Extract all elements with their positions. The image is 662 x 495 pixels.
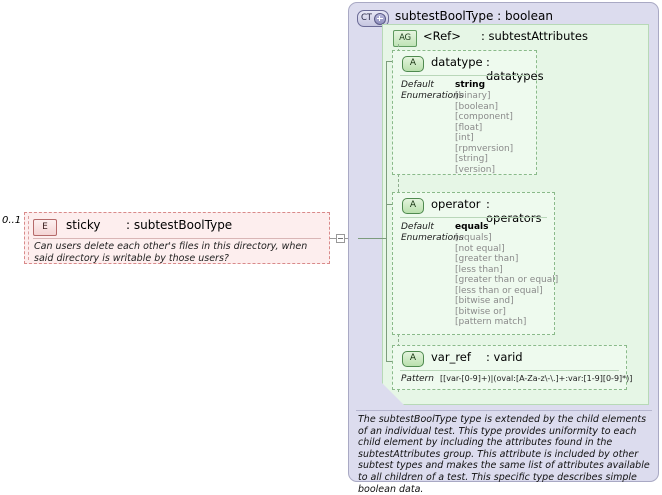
complextype-header: CT subtestBoolType : boolean <box>357 9 650 27</box>
attribute-datatype-facet-label: Default Enumerations <box>401 80 464 101</box>
attribute-operator-facet-label: Default Enumerations <box>401 222 464 243</box>
attribute-node-operator[interactable]: A operator : operators Default Enumerati… <box>392 192 558 335</box>
attribute-operator-default-value: equals <box>455 222 489 232</box>
attribute-operator-name: operator <box>431 197 481 211</box>
enumeration-item: [boolean] <box>455 101 499 112</box>
attribute-datatype-divider <box>400 75 529 76</box>
attribute-varref-name: var_ref <box>431 350 471 364</box>
enumeration-item: [greater than or equal] <box>455 275 559 285</box>
enumeration-item: [equals] <box>455 233 492 243</box>
enumeration-item: [rpmversion] <box>455 143 514 154</box>
attribute-operator-enumerations: [equals][not equal][greater than][less t… <box>455 233 558 328</box>
tree-trunk-horizontal <box>358 238 386 239</box>
element-documentation: Can users delete each other's files in t… <box>34 241 308 264</box>
attribute-badge-icon: A <box>402 351 424 367</box>
tree-trunk-vertical <box>386 61 387 361</box>
enumeration-item: [less than or equal] <box>455 285 543 296</box>
element-divider <box>33 238 321 239</box>
enumeration-item: [pattern match] <box>455 317 527 327</box>
enumeration-item: [int] <box>455 133 474 143</box>
complextype-badge-label: CT <box>361 13 372 23</box>
element-node-sticky[interactable]: E sticky : subtestBoolType Can users del… <box>24 212 330 264</box>
enumeration-item: [greater than] <box>455 254 519 264</box>
minus-icon <box>338 238 343 239</box>
facet-default-label: Default <box>401 222 434 232</box>
enumeration-item: [bitwise and] <box>455 296 514 306</box>
attribute-varref-facet-label: Pattern <box>401 374 434 385</box>
facet-pattern-label: Pattern <box>401 374 434 384</box>
attributegroup-badge-icon: AG <box>393 30 417 47</box>
complextype-documentation: The subtestBoolType type is extended by … <box>358 414 650 495</box>
attribute-datatype-default-value: string <box>455 80 486 90</box>
facet-default-label: Default <box>401 80 434 90</box>
element-name: sticky <box>66 218 101 232</box>
cardinality-label: 0..1 <box>2 215 22 226</box>
attribute-operator-divider <box>400 217 547 218</box>
connector-line-left <box>330 238 337 239</box>
enumeration-item: [less than] <box>455 264 503 275</box>
complextype-badge-icon: CT <box>357 10 389 27</box>
attribute-datatype-header: A datatype : datatypes <box>402 55 544 83</box>
attribute-varref-pattern-value: [[var-[0-9]+)|(oval:[A-Za-z\-\.]+:var:[1… <box>440 374 633 383</box>
facet-enumerations-label: Enumerations <box>401 90 464 101</box>
element-inner-guide <box>28 216 30 260</box>
enumeration-item: [not equal] <box>455 243 505 254</box>
attribute-badge-icon: A <box>402 56 424 72</box>
attribute-badge-icon: A <box>402 198 424 214</box>
attribute-varref-type: : varid <box>486 350 523 364</box>
attributegroup-type: : subtestAttributes <box>481 29 588 43</box>
element-header: E sticky : subtestBoolType <box>33 218 323 238</box>
complextype-title: subtestBoolType : boolean <box>395 9 553 23</box>
facet-enumerations-label: Enumerations <box>401 232 464 243</box>
complextype-doc-divider <box>356 410 652 411</box>
attribute-operator-header: A operator : operators <box>402 197 548 225</box>
plus-circle-icon[interactable] <box>374 13 386 25</box>
attribute-node-var-ref[interactable]: A var_ref : varid Pattern [[var-[0-9]+)|… <box>392 345 632 390</box>
attribute-node-datatype[interactable]: A datatype : datatypes Default Enumerati… <box>392 50 544 175</box>
enumeration-item: [bitwise or] <box>455 306 506 317</box>
element-badge-icon: E <box>33 219 57 236</box>
attribute-datatype-enumerations: [binary][boolean][component][float][int]… <box>455 91 513 175</box>
attribute-operator-type: : operators <box>486 197 542 225</box>
attribute-datatype-type: : datatypes <box>486 55 544 83</box>
attribute-varref-divider <box>400 370 619 371</box>
element-type: : subtestBoolType <box>126 218 233 232</box>
attribute-datatype-name: datatype <box>431 55 483 69</box>
attributegroup-ref-label: <Ref> <box>423 29 461 43</box>
enumeration-item: [string] <box>455 154 488 164</box>
enumeration-item: [component] <box>455 112 513 122</box>
enumeration-item: [version] <box>455 164 495 175</box>
attribute-varref-header: A var_ref : varid <box>402 350 620 368</box>
enumeration-item: [float] <box>455 122 483 133</box>
attributegroup-header: AG <Ref> : subtestAttributes <box>393 29 642 47</box>
enumeration-item: [binary] <box>455 91 491 101</box>
